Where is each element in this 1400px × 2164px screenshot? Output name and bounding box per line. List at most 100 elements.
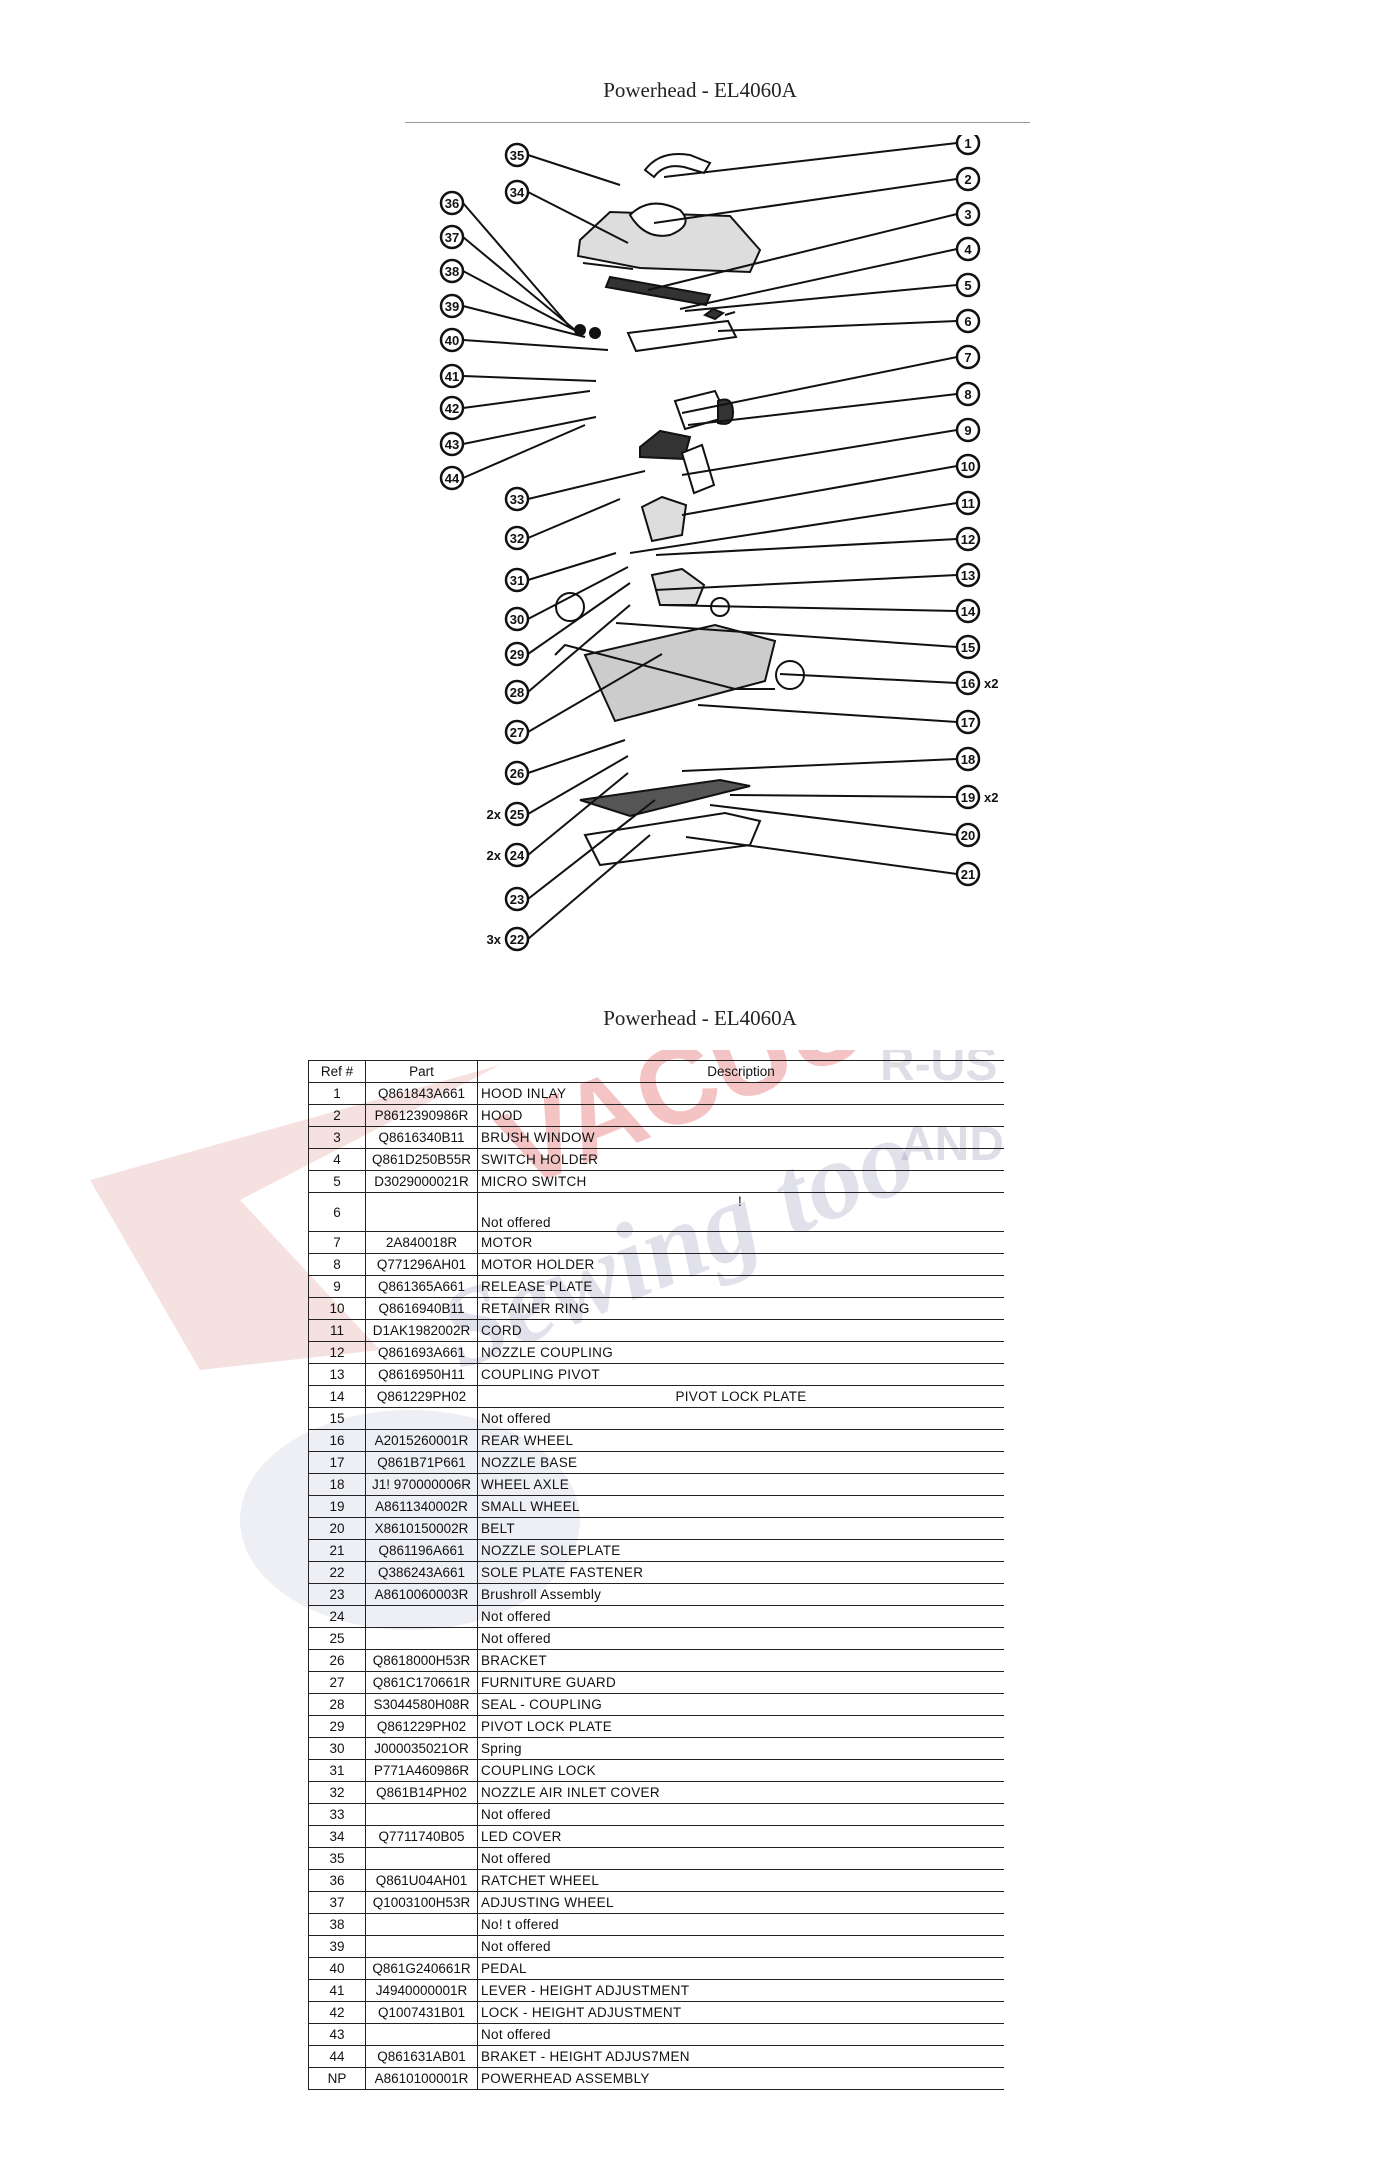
callout-36-circle [439,190,465,216]
callout-13-circle [955,562,981,588]
callout-15-circle [955,634,981,660]
description-cell: LED COVER [477,1825,1004,1848]
callout-17-label: 17 [961,715,975,730]
ref-cell: 43 [308,2023,366,2046]
ref-cell: NP [308,2067,366,2090]
part-number-cell: Q1007431B01 [365,2001,478,2024]
callout-4-circle [955,236,981,262]
leader-line [697,704,958,723]
description-cell: SMALL WHEEL [477,1495,1004,1518]
part-number-cell: Q861693A661 [365,1341,478,1364]
description-cell: RELEASE PLATE [477,1275,1004,1298]
callout-23-label: 23 [510,892,524,907]
part-number-cell [365,1803,478,1826]
ref-cell: 14 [308,1385,366,1408]
callout-28-circle [504,679,530,705]
callout-3-circle [955,201,981,227]
leader-line [527,552,617,581]
callout-42-circle [439,395,465,421]
callout-12-circle [955,526,981,552]
ref-cell: 38 [308,1913,366,1936]
callout-10-circle [955,453,981,479]
leader-line [615,622,958,648]
description-cell: Not offered [477,1803,1004,1826]
callout-7-label: 7 [964,350,971,365]
description-cell: CORD [477,1319,1004,1342]
part-number-cell [365,1605,478,1628]
callout-21-circle [955,861,981,887]
ref-cell: 11 [308,1319,366,1342]
description-cell: COUPLING LOCK [477,1759,1004,1782]
callout-multiplier: 2x [487,807,502,822]
part-number-cell [365,1192,478,1232]
ref-cell: 2 [308,1104,366,1127]
leader-line [527,191,629,244]
callout-5-label: 5 [964,278,971,293]
part-brushroll [579,778,751,818]
callout-27-label: 27 [510,725,524,740]
diagram-title: Powerhead - EL4060A [603,78,797,102]
title-divider [405,122,1030,123]
part-release-plate [680,443,716,495]
callout-29-circle [504,641,530,667]
callout-7-circle [955,344,981,370]
ref-cell: 25 [308,1627,366,1650]
callout-27-circle [504,719,530,745]
leader-line [647,213,958,291]
callout-6-circle [955,308,981,334]
callout-41-circle [439,363,465,389]
callout-23-circle [504,886,530,912]
leader-line [462,305,586,338]
callout-43-label: 43 [445,437,459,452]
callout-multiplier: 2x [487,848,502,863]
leader-line [462,375,597,382]
callout-43-circle [439,431,465,457]
part-number-cell: Q1003100H53R [365,1891,478,1914]
part-number-cell: 2A840018R [365,1231,478,1254]
description-cell: NOZZLE COUPLING [477,1341,1004,1364]
leader-line [527,755,629,815]
leader-line [462,270,581,334]
callout-31-circle [504,567,530,593]
ref-cell: 39 [308,1935,366,1958]
part-adjusting-wheel [589,327,601,339]
ref-cell: 22 [308,1561,366,1584]
callout-25-circle [504,801,530,827]
callout-40-label: 40 [445,333,459,348]
part-nozzle-base [583,623,777,723]
part-number-cell: Q861D250B55R [365,1148,478,1171]
callout-15-label: 15 [961,640,975,655]
part-number-cell: A8610060003R [365,1583,478,1606]
part-number-cell: A8610100001R [365,2067,478,2090]
callout-17-circle [955,709,981,735]
callout-30-circle [504,606,530,632]
description-cell: HOOD [477,1104,1004,1127]
callout-24-circle [504,842,530,868]
description-cell: Not offered [477,1627,1004,1650]
ref-cell: 26 [308,1649,366,1672]
callout-26-label: 26 [510,766,524,781]
part-number-cell: Q861C170661R [365,1671,478,1694]
callout-29-label: 29 [510,647,524,662]
callout-37-circle [439,224,465,250]
ref-cell: 16 [308,1429,366,1452]
leader-line [527,470,646,500]
callout-14-label: 14 [961,604,976,619]
leader-line [709,804,958,836]
leader-line [687,393,958,426]
callout-2-label: 2 [964,172,971,187]
